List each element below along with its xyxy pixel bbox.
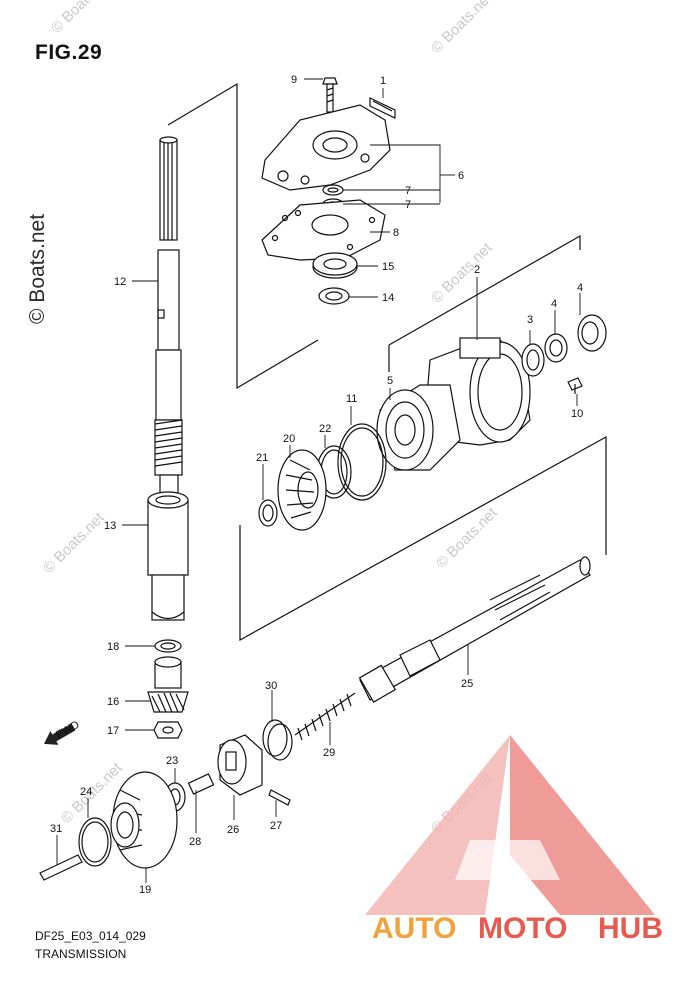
logo-auto: AUTO bbox=[372, 912, 456, 945]
part-31-stud bbox=[39, 854, 83, 881]
part-10-bolt bbox=[567, 377, 583, 394]
part-25-propeller-shaft bbox=[358, 556, 591, 703]
part-29-spring bbox=[294, 692, 356, 741]
callout-11: 11 bbox=[346, 393, 357, 405]
part-3-needle-bearing bbox=[521, 343, 545, 377]
callout-17: 17 bbox=[107, 725, 119, 737]
callout-21: 21 bbox=[256, 452, 268, 464]
callout-5: 5 bbox=[387, 375, 393, 387]
leader-lines bbox=[56, 78, 581, 883]
part-27-pin bbox=[268, 789, 291, 806]
callout-14: 14 bbox=[382, 292, 394, 304]
callout-25: 25 bbox=[461, 678, 473, 690]
callout-18: 18 bbox=[107, 641, 119, 653]
part-1-impeller-key bbox=[369, 97, 396, 119]
callout-2: 2 bbox=[474, 264, 480, 276]
callout-9: 9 bbox=[291, 74, 297, 86]
fwd-label: FWD bbox=[54, 719, 82, 742]
callout-22: 22 bbox=[319, 423, 331, 435]
logo-moto: MOTO bbox=[478, 912, 567, 945]
part-11-o-ring bbox=[337, 423, 387, 501]
part-19-reverse-gear bbox=[110, 771, 178, 869]
part-20-forward-gear bbox=[277, 449, 327, 531]
callout-16: 16 bbox=[107, 696, 119, 708]
figure-code: DF25_E03_014_029 bbox=[35, 929, 146, 943]
bracket-shaft-group bbox=[167, 82, 319, 390]
part-13-lower-shaft bbox=[147, 491, 189, 621]
callout-7-lower: 7 bbox=[405, 199, 411, 211]
part-12-drive-shaft bbox=[154, 136, 183, 496]
callout-23: 23 bbox=[166, 755, 178, 767]
callout-30: 30 bbox=[265, 680, 277, 692]
callout-31: 31 bbox=[50, 823, 62, 835]
part-8-gasket bbox=[261, 199, 386, 261]
callout-6: 6 bbox=[458, 170, 464, 182]
bracket-gear-group bbox=[239, 435, 607, 642]
callout-7-upper: 7 bbox=[405, 185, 411, 197]
automotohub-logo-text: AUTO MOTO HUB bbox=[372, 912, 663, 945]
part-4-seal-b bbox=[577, 314, 607, 352]
part-16-pinion-gear bbox=[147, 656, 189, 713]
callout-8: 8 bbox=[393, 227, 399, 239]
part-6-pump-case bbox=[261, 104, 391, 191]
callout-4-b: 4 bbox=[577, 282, 583, 294]
part-18-washer bbox=[154, 639, 182, 653]
callout-3: 3 bbox=[527, 314, 533, 326]
callout-1: 1 bbox=[380, 75, 386, 87]
part-17-nut bbox=[153, 721, 183, 739]
part-26-clutch-dog bbox=[217, 734, 263, 796]
callout-20: 20 bbox=[283, 433, 295, 445]
part-15-bearing bbox=[312, 252, 358, 279]
callout-15: 15 bbox=[382, 261, 394, 273]
part-30-spring-ring bbox=[262, 719, 293, 761]
part-21-washer bbox=[258, 499, 278, 527]
callout-24: 24 bbox=[80, 786, 92, 798]
part-28-push-rod bbox=[187, 773, 215, 795]
callout-28: 28 bbox=[189, 836, 201, 848]
part-14-seal bbox=[318, 287, 350, 305]
logo-hub: HUB bbox=[598, 912, 663, 945]
figure-caption: TRANSMISSION bbox=[35, 947, 127, 961]
callout-26: 26 bbox=[227, 824, 239, 836]
part-24-shim bbox=[78, 817, 112, 867]
fwd-arrow-badge: FWD bbox=[44, 719, 82, 745]
figure-title: FIG.29 bbox=[35, 41, 103, 64]
callout-13: 13 bbox=[104, 520, 116, 532]
part-9-bolt bbox=[322, 77, 338, 113]
part-4-seal-a bbox=[544, 333, 568, 363]
part-7-seal-upper bbox=[322, 184, 344, 196]
callout-12: 12 bbox=[114, 276, 126, 288]
callout-29: 29 bbox=[323, 747, 335, 759]
callout-27: 27 bbox=[270, 820, 282, 832]
bracket-housing-group bbox=[388, 234, 581, 372]
callout-4-a: 4 bbox=[551, 298, 557, 310]
automotohub-logo-mark bbox=[365, 735, 655, 915]
callout-19: 19 bbox=[139, 884, 151, 896]
part-5-bearing-housing bbox=[376, 384, 461, 471]
callout-10: 10 bbox=[571, 408, 583, 420]
callout-labels: 9 1 6 7 7 8 15 14 12 2 3 4 4 10 5 11 22 … bbox=[50, 74, 583, 896]
